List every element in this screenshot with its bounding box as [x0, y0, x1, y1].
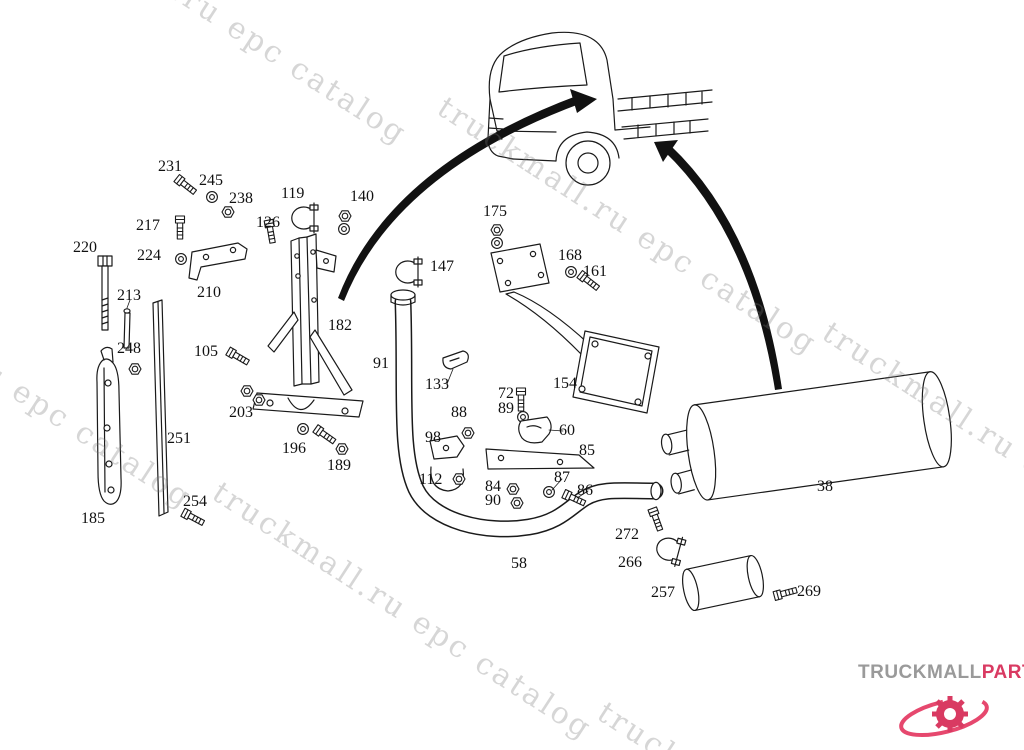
gear-swoosh-icon [899, 696, 989, 738]
pin-213 [123, 299, 131, 349]
bolt-269 [772, 585, 799, 602]
nut-175 [490, 224, 504, 236]
nut-88 [461, 427, 475, 439]
clamp-119 [291, 202, 319, 234]
plate-85 [485, 448, 595, 470]
bolt-217 [174, 215, 186, 240]
hanger-bracket-133 [442, 350, 469, 370]
nut-203b [252, 394, 266, 406]
bracket-98 [429, 435, 465, 460]
clamp-266 [652, 531, 687, 568]
bolt-231 [173, 173, 199, 197]
brand-logo: TRUCKMALLPARTS [858, 662, 1024, 748]
logo-truckmall-text: TRUCKMALL [858, 662, 982, 683]
washer-175 [491, 237, 503, 249]
washer-140 [338, 223, 350, 235]
washer-196 [297, 423, 309, 435]
nut-248 [128, 363, 142, 375]
brand-logo-text: TRUCKMALLPARTS [858, 662, 1024, 684]
bolt-105 [225, 346, 251, 367]
u-clamp-112 [430, 466, 466, 492]
exhaust-downpipe-91-58 [390, 256, 664, 538]
bracket-group-left [96, 255, 206, 528]
logo-parts-text: PARTS [981, 662, 1024, 683]
bracket-185 [96, 346, 122, 505]
nut-140 [338, 210, 352, 222]
washer-168 [564, 266, 578, 278]
bracket-group-center-top [173, 173, 352, 281]
strip-251 [152, 299, 169, 517]
bolt-72 [515, 387, 527, 412]
rubber-mount-60 [518, 416, 552, 444]
bolt-220 [97, 255, 113, 331]
bolt-189 [312, 424, 349, 455]
hanger-arm [505, 291, 591, 355]
mount-plate-top [490, 243, 550, 293]
bolt-161 [576, 269, 602, 293]
washer-87 [542, 486, 556, 498]
bolt-254 [180, 507, 206, 528]
nut-203a [240, 385, 254, 397]
tailpipe-257 [682, 554, 764, 612]
pointer-arrows [338, 89, 782, 390]
nut-84 [506, 483, 520, 495]
plate-154 [572, 330, 660, 414]
muffler-38 [660, 371, 952, 501]
support-bracket-182 [252, 233, 364, 418]
leader-lines [446, 368, 589, 499]
nut-90 [510, 497, 524, 509]
clamp-147 [395, 256, 423, 288]
bracket-210 [188, 242, 248, 281]
mount-60-group [485, 387, 595, 509]
hanger-arm-assembly [490, 224, 660, 414]
bolt-126 [263, 218, 278, 245]
washer-224 [175, 253, 187, 265]
washer-245 [206, 191, 218, 203]
bolt-272 [647, 506, 665, 533]
nut-238 [221, 206, 235, 218]
